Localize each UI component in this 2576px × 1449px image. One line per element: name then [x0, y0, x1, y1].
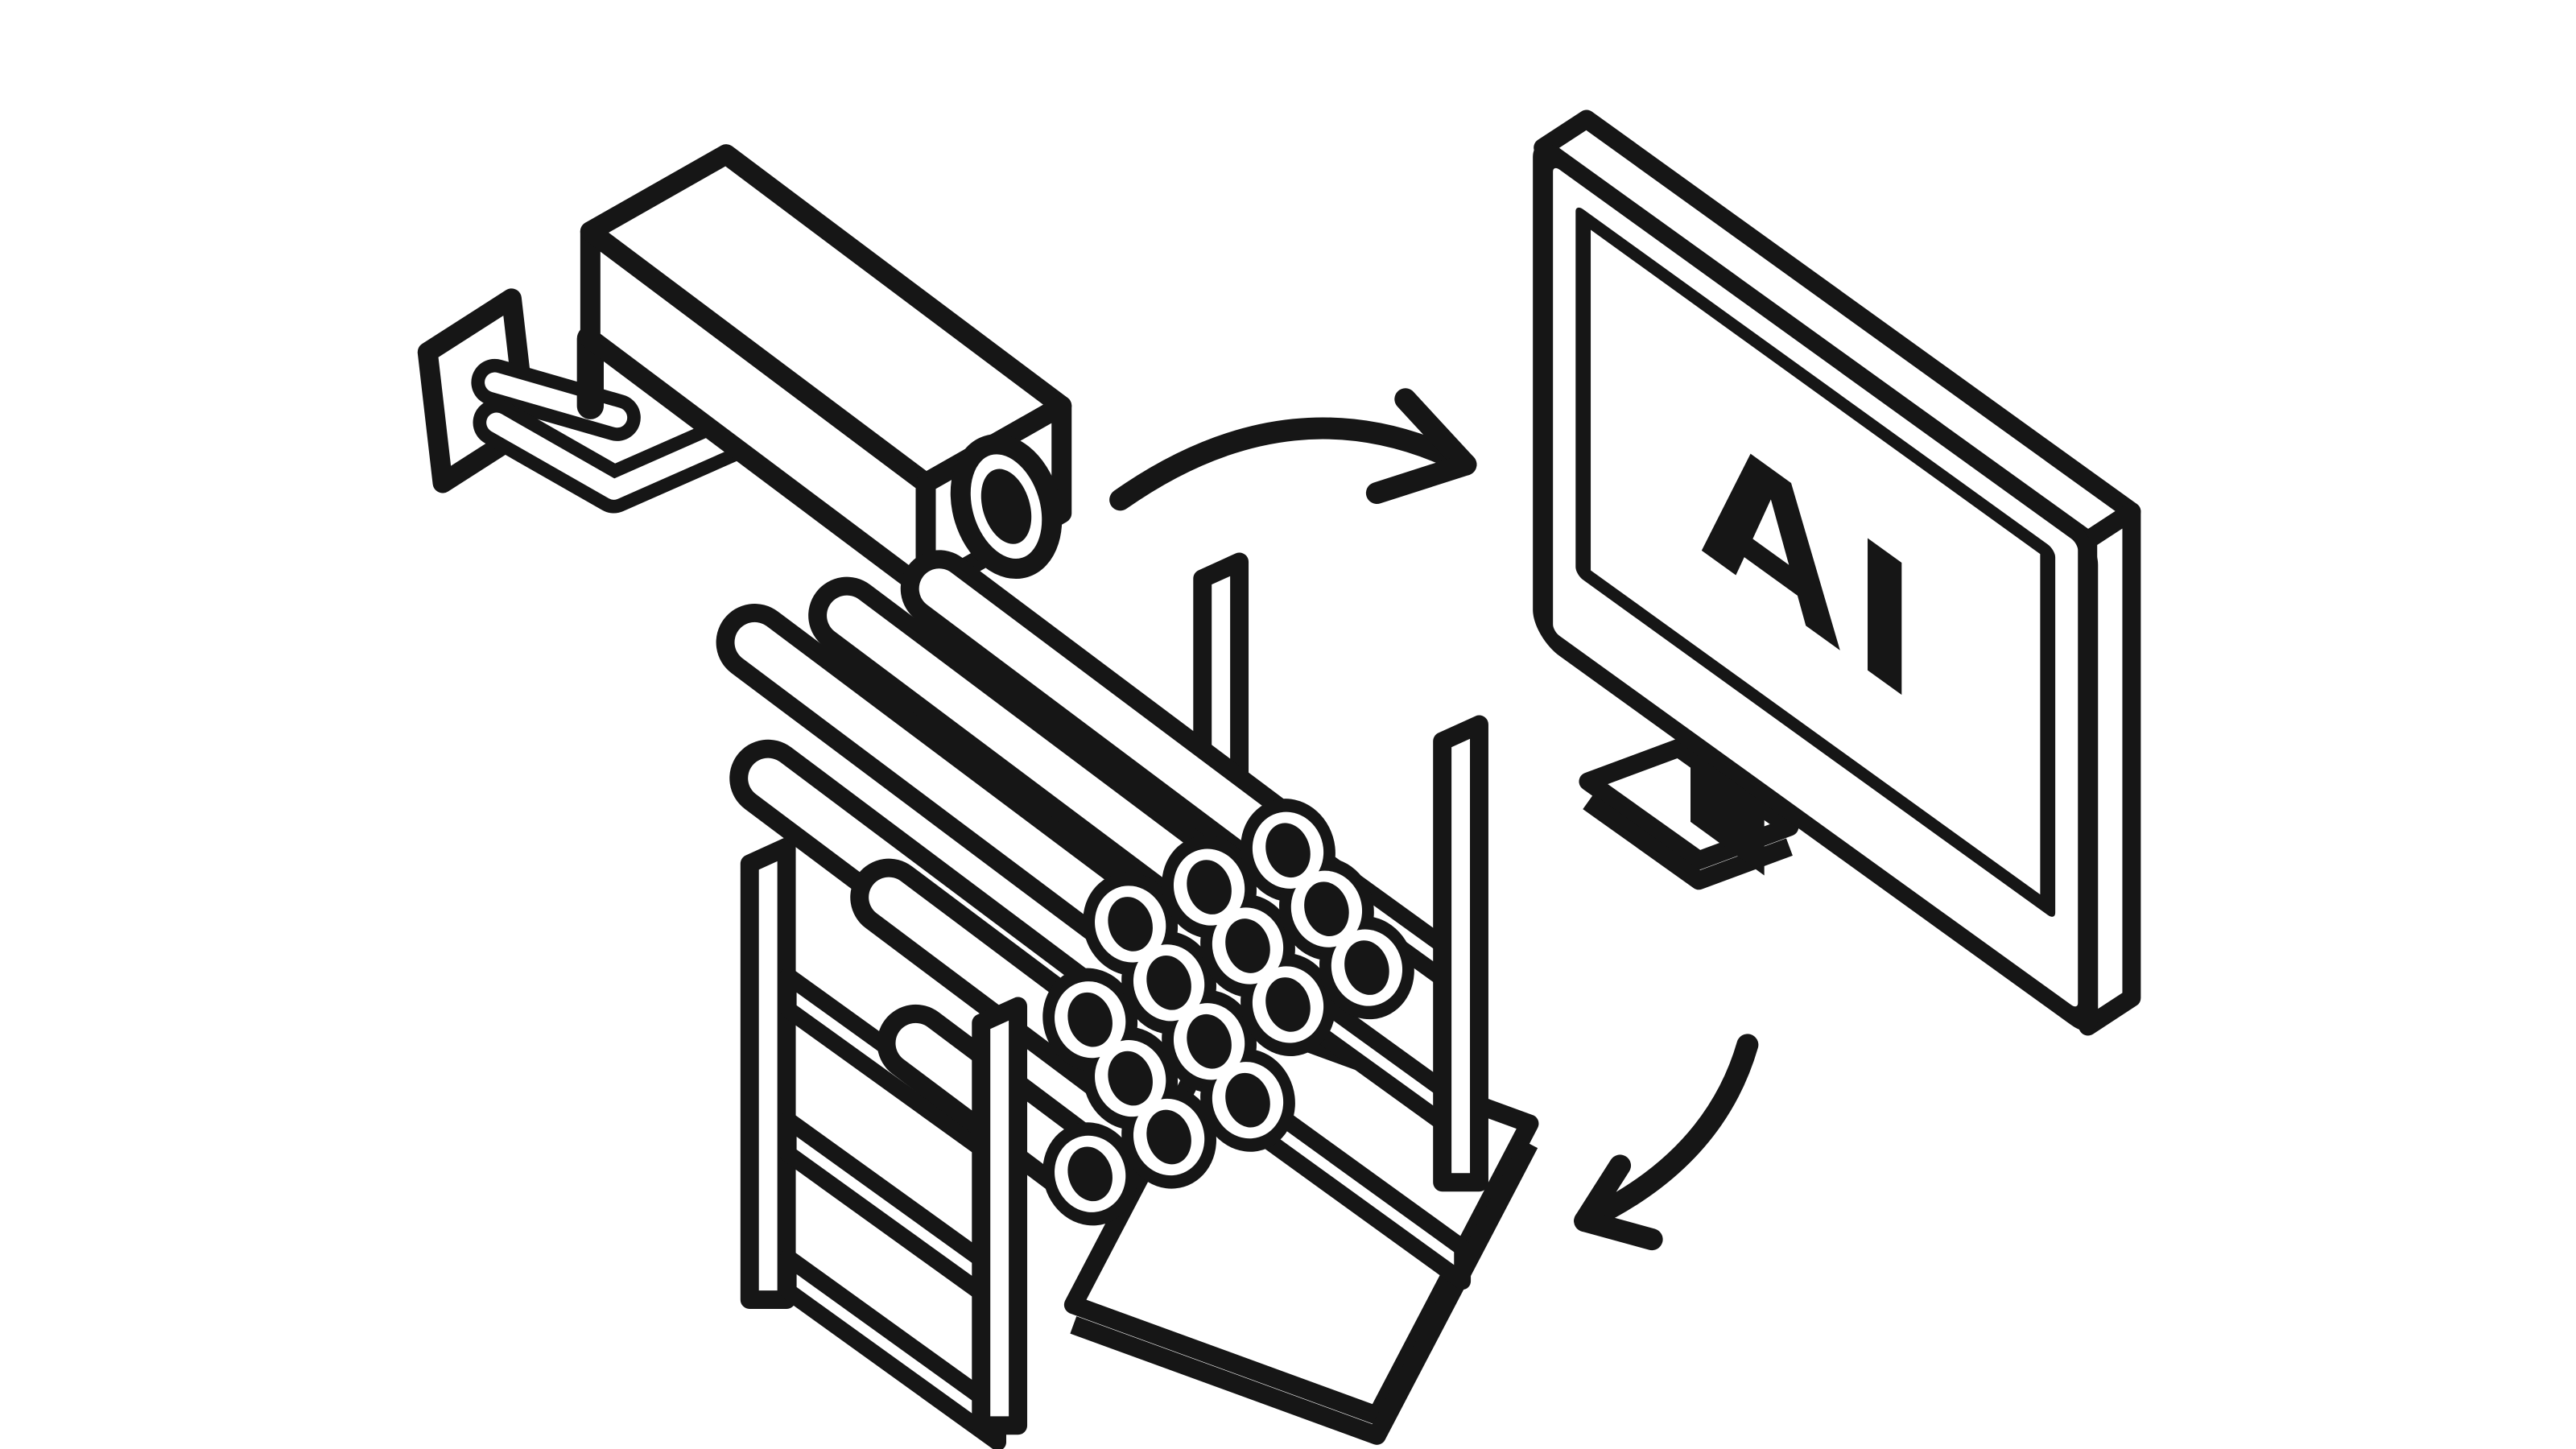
- monitor-screen: AI: [1533, 143, 2099, 1032]
- pipe: [808, 576, 1249, 927]
- pipe: [900, 550, 1327, 890]
- monitor-inner-frame: [1575, 207, 2056, 917]
- rack-post-front-left: [972, 997, 1028, 1435]
- monitor-stand-neck: [1690, 731, 1765, 876]
- rack-rail: [779, 1249, 1006, 1449]
- pipe-rack-icon: [716, 550, 1539, 1449]
- cctv-camera-icon: [417, 144, 1072, 601]
- arrow-camera-to-ai-icon: [1109, 388, 1477, 511]
- pipes: [716, 550, 1327, 1213]
- rack-base-slab-edge: [1070, 1139, 1538, 1445]
- ai-monitor-icon: AI: [1533, 109, 2141, 1036]
- arrow-ai-to-rack-icon: [1574, 1034, 1759, 1251]
- rack-post-back-left: [740, 837, 796, 1310]
- camera-bracket: [471, 325, 752, 514]
- pipe: [716, 604, 1170, 963]
- camera-lens-icon: [950, 434, 1063, 580]
- rack-post-front-right: [1433, 715, 1488, 1192]
